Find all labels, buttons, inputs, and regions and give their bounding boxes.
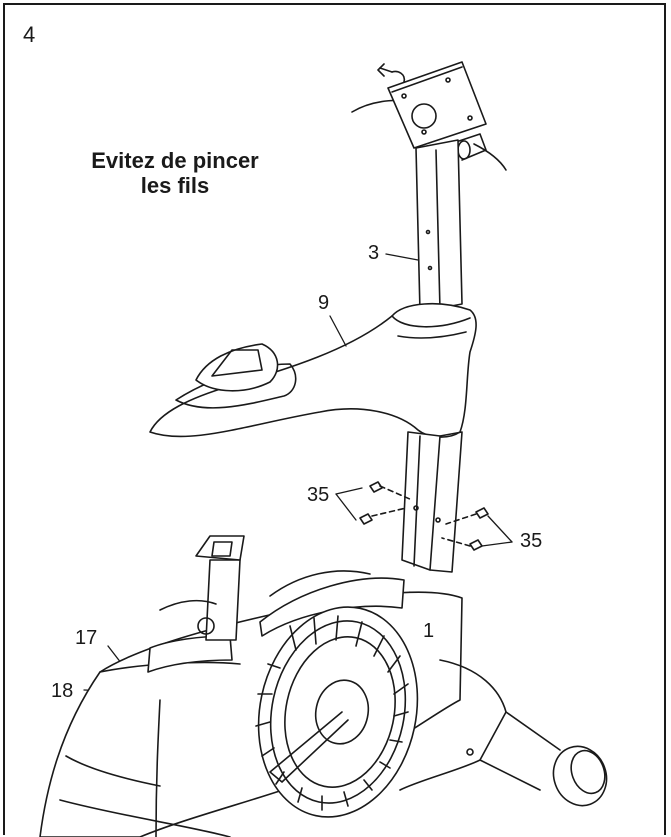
label-part-18: 18 [51, 680, 74, 702]
wire-warning: Evitez de pincer les fils [80, 148, 270, 198]
step-number: 4 [23, 22, 36, 47]
shroud-9 [149, 302, 477, 438]
label-part-1: 1 [423, 620, 435, 642]
wire-warning-line2: les fils [140, 173, 210, 198]
upright-tube [415, 139, 463, 313]
label-part-35-right: 35 [520, 530, 543, 552]
label-part-35-left: 35 [307, 484, 330, 506]
label-part-9: 9 [318, 292, 330, 314]
wire-warning-line1: Evitez de pincer [91, 148, 259, 173]
flywheel-cover [255, 606, 419, 818]
label-part-3: 3 [368, 242, 380, 264]
label-part-17: 17 [75, 627, 98, 649]
console-plate [387, 61, 487, 161]
lower-upright [401, 431, 463, 573]
stabilizer [399, 659, 608, 807]
bolts-35 [359, 481, 489, 551]
diagram-frame [3, 3, 666, 835]
